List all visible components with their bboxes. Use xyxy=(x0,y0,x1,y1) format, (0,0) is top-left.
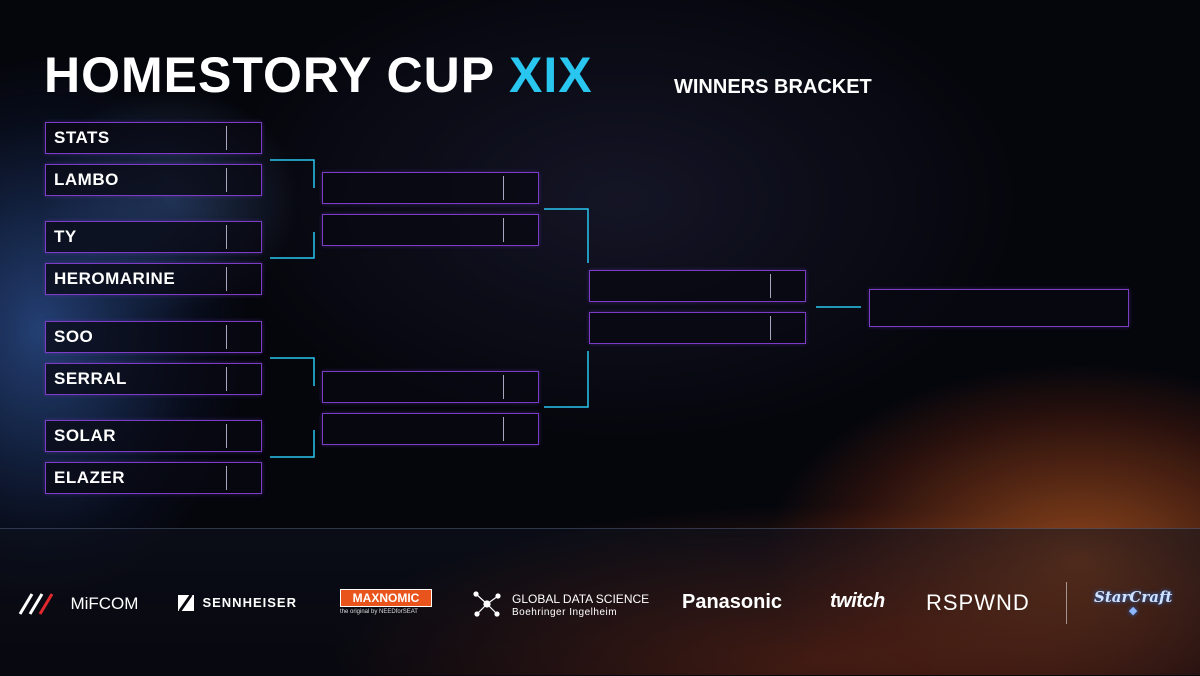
gds-line1: GLOBAL DATA SCIENCE xyxy=(512,592,649,606)
score-box xyxy=(503,375,538,399)
sponsor-rspwnd: RSPWND xyxy=(926,590,1030,616)
score-box xyxy=(770,274,805,298)
sennheiser-text: SENNHEISER xyxy=(202,595,297,610)
connector-r2-1 xyxy=(544,209,588,263)
bracket-slot-r2-1[interactable] xyxy=(322,172,539,204)
bracket-slot-final[interactable] xyxy=(869,289,1129,327)
bracket-slot-r1-8[interactable]: ELAZER xyxy=(45,462,262,494)
score-box xyxy=(226,267,261,291)
mifcom-text: MiFCOM xyxy=(70,594,138,613)
bracket-slot-sf-2[interactable] xyxy=(589,312,806,344)
sponsor-twitch: twitch xyxy=(830,590,885,613)
player-name: TY xyxy=(54,222,77,252)
player-name: STATS xyxy=(54,123,110,153)
connector-r1-2 xyxy=(270,232,314,258)
bracket-slot-r1-6[interactable]: SERRAL xyxy=(45,363,262,395)
player-name: SOO xyxy=(54,322,93,352)
bracket-slot-r1-4[interactable]: HEROMARINE xyxy=(45,263,262,295)
bracket-slot-r2-2[interactable] xyxy=(322,214,539,246)
score-box xyxy=(770,316,805,340)
maxnomic-text: MAXNOMIC xyxy=(340,589,432,607)
score-box xyxy=(503,417,538,441)
mifcom-logo-icon xyxy=(18,592,64,616)
connector-r1-1 xyxy=(270,160,314,188)
gds-line2: Boehringer Ingelheim xyxy=(512,607,617,618)
bracket-slot-r1-7[interactable]: SOLAR xyxy=(45,420,262,452)
connector-r2-2 xyxy=(544,351,588,407)
sennheiser-logo-icon xyxy=(178,595,194,611)
sponsor-divider xyxy=(1066,582,1067,624)
score-box xyxy=(226,225,261,249)
maxnomic-tagline: the original by NEEDforSEAT xyxy=(340,609,432,615)
bracket-slot-r1-3[interactable]: TY xyxy=(45,221,262,253)
score-box xyxy=(226,424,261,448)
bracket-slot-sf-1[interactable] xyxy=(589,270,806,302)
score-box xyxy=(226,126,261,150)
sponsor-starcraft: StarCraft ◆ xyxy=(1094,588,1172,617)
connector-r1-4 xyxy=(270,430,314,457)
sponsor-mifcom: MiFCOM xyxy=(18,592,138,616)
bracket-slot-r2-3[interactable] xyxy=(322,371,539,403)
player-name: LAMBO xyxy=(54,165,119,195)
score-box xyxy=(226,367,261,391)
connector-r1-3 xyxy=(270,358,314,386)
player-name: SERRAL xyxy=(54,364,127,394)
player-name: ELAZER xyxy=(54,463,125,493)
score-box xyxy=(503,218,538,242)
score-box xyxy=(503,176,538,200)
sponsor-sennheiser: SENNHEISER xyxy=(178,594,297,612)
score-box xyxy=(226,466,261,490)
bracket-slot-r1-5[interactable]: SOO xyxy=(45,321,262,353)
player-name: HEROMARINE xyxy=(54,264,175,294)
score-box xyxy=(226,325,261,349)
bracket-slot-r2-4[interactable] xyxy=(322,413,539,445)
sponsor-maxnomic: MAXNOMIC the original by NEEDforSEAT xyxy=(340,589,432,615)
player-name: SOLAR xyxy=(54,421,116,451)
bracket-slot-r1-2[interactable]: LAMBO xyxy=(45,164,262,196)
score-box xyxy=(226,168,261,192)
bracket-slot-r1-1[interactable]: STATS xyxy=(45,122,262,154)
gds-network-icon xyxy=(472,590,502,618)
sponsor-panasonic: Panasonic xyxy=(682,591,782,614)
